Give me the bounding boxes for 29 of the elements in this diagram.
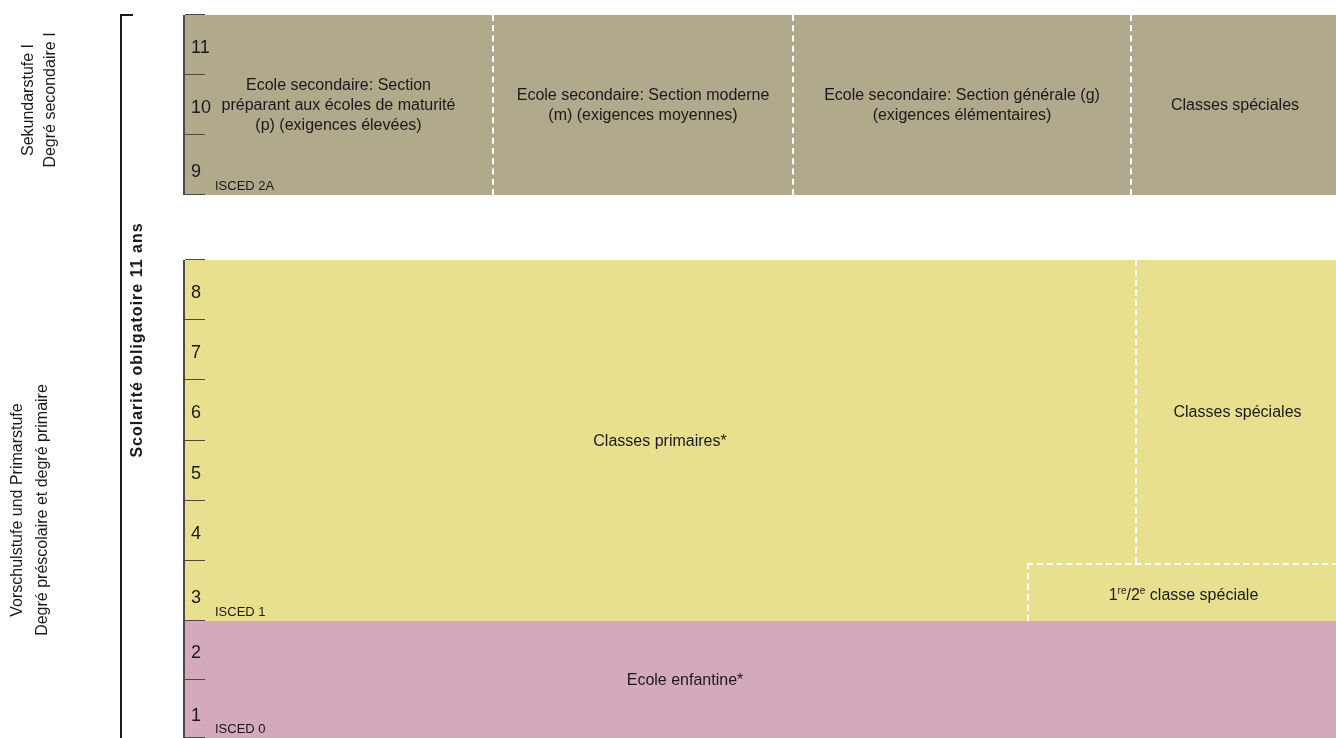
isced-level-label: ISCED 1 xyxy=(215,604,266,619)
grade-number: 7 xyxy=(191,342,201,363)
school-type-label: Ecole secondaire: Section préparant aux écoles de maturité (p) (exigences élevées) xyxy=(220,75,457,135)
school-type-label: Ecole secondaire: Section moderne (m) (exigences moyennes) xyxy=(515,85,771,125)
school-level-band xyxy=(183,260,1336,621)
school-type-label: Classes primaires* xyxy=(593,430,727,451)
grade-number: 11 xyxy=(191,37,210,57)
grade-number: 9 xyxy=(191,161,201,181)
level-label: Degré préscolaire et degré primaire xyxy=(33,384,51,636)
grade-number: 2 xyxy=(191,642,201,663)
school-type-label: Classes spéciales xyxy=(1170,95,1300,115)
level-label: Sekundarstufe I xyxy=(19,43,37,157)
school-type-label: Ecole secondaire: Section générale (g) (exigences élémentaires) xyxy=(823,85,1101,125)
grade-number: 10 xyxy=(191,97,212,117)
grade-number: 8 xyxy=(191,282,201,303)
isced-level-label: ISCED 0 xyxy=(215,721,266,736)
grade-number: 4 xyxy=(191,522,201,543)
school-level-band xyxy=(183,15,1336,195)
school-type-label: Ecole enfantine* xyxy=(626,669,744,690)
grade-number: 3 xyxy=(191,586,201,607)
level-label: Degré secondaire I xyxy=(41,32,59,168)
level-label: Vorschulstufe und Primarstufe xyxy=(8,403,26,617)
isced-level-label: ISCED 2A xyxy=(215,178,275,193)
grade-number: 1 xyxy=(191,704,201,725)
school-type-label: Classes spéciales xyxy=(1173,401,1302,422)
grade-number: 5 xyxy=(191,462,201,483)
school-type-label: 1$^{re}$/2$^{e}$ classe spéciale xyxy=(1108,583,1259,606)
bracket-label: Scolarité obligatoire 11 ans xyxy=(128,222,146,458)
grade-number: 6 xyxy=(191,402,201,423)
